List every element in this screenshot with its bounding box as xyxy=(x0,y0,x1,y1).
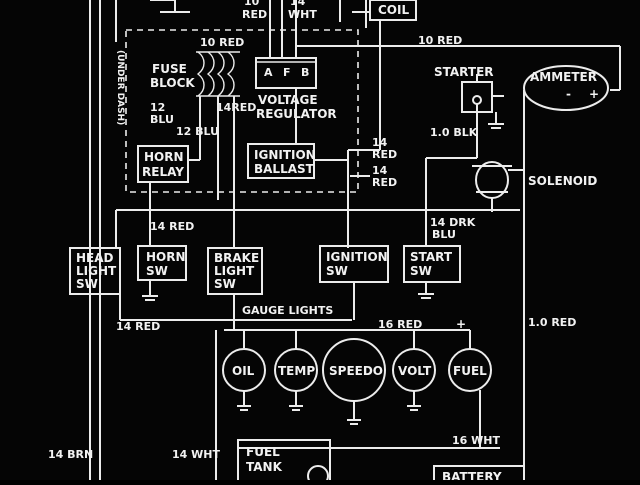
horn-sw-label-2: SW xyxy=(146,264,168,278)
coil-label: COIL xyxy=(378,3,409,17)
start-sw-label-2: SW xyxy=(410,264,432,278)
horn-relay-box xyxy=(137,145,189,183)
wire-label-12-blu: 12 BLU xyxy=(176,125,219,138)
fuel-plus: + xyxy=(456,317,466,331)
wire-label-14-drk: 14 DRK xyxy=(430,216,476,229)
start-sw-label-1: START xyxy=(410,250,453,264)
temp-gauge-label: TEMP xyxy=(278,364,315,378)
wire-label-blu: BLU xyxy=(150,113,174,126)
regulator-terminal-a: A xyxy=(264,66,273,79)
brake-light-sw-label-3: SW xyxy=(214,277,236,291)
fuse-block-label-1: FUSE xyxy=(152,62,187,76)
horn-relay-label-1: HORN xyxy=(144,150,184,164)
horn-relay-label-2: RELAY xyxy=(142,165,184,179)
oil-gauge-label: OIL xyxy=(232,364,255,378)
wire-label-wht: WHT xyxy=(288,8,317,21)
wire-label-10-red-batt: 1.0 RED xyxy=(528,316,576,329)
wire-label-16-wht: 16 WHT xyxy=(452,434,500,447)
ammeter-minus: - xyxy=(566,87,571,101)
battery-label: BATTERY xyxy=(442,470,502,480)
wire-label-10: 10 xyxy=(244,0,260,8)
wire-label-10-red-fuse: 10 RED xyxy=(200,36,244,49)
wire-label-14-brn: 14 BRN xyxy=(48,448,93,461)
wire-label-red-b: RED xyxy=(372,176,397,189)
wire-label-blu-2: BLU xyxy=(432,228,456,241)
ignition-sw-label-2: SW xyxy=(326,264,348,278)
gauge-grounds xyxy=(237,391,421,425)
speedo-gauge-label: SPEEDO xyxy=(329,364,383,378)
horn-sw-box xyxy=(137,245,187,281)
ignition-ballast-label-2: BALLAST xyxy=(254,162,315,176)
wire-label-14-red-horn: 14 RED xyxy=(150,220,194,233)
starter-label: STARTER xyxy=(434,65,494,79)
wire-label-14-b: 14 xyxy=(372,164,388,177)
ignition-sw-label-1: IGNITION xyxy=(326,250,388,264)
starter-post xyxy=(472,95,482,105)
head-light-sw-box xyxy=(69,247,121,295)
brake-light-sw-label-1: BRAKE xyxy=(214,251,259,265)
fuel-sender xyxy=(307,465,329,485)
ignition-ballast-label-1: IGNITION xyxy=(254,148,316,162)
gauge-lights-label: GAUGE LIGHTS xyxy=(242,304,333,317)
wire-label-12: 12 xyxy=(150,101,165,114)
fuse-block-label-2: BLOCK xyxy=(150,76,195,90)
fuel-tank-label-2: TANK xyxy=(246,460,283,474)
ammeter-gauge xyxy=(523,65,609,111)
battery-box xyxy=(433,465,525,485)
horn-sw-label-1: HORN xyxy=(146,250,186,264)
coil-box xyxy=(369,0,417,21)
head-light-sw-label-2: LIGHT xyxy=(76,264,117,278)
fuel-tank-label-1: FUEL xyxy=(246,445,280,459)
wire-label-14-wht: 14 WHT xyxy=(172,448,220,461)
regulator-terminal-f: F xyxy=(283,66,291,79)
voltage-regulator-label-1: VOLTAGE xyxy=(258,93,318,107)
under-dash-label: (UNDER DASH) xyxy=(115,50,125,125)
ammeter-label: AMMETER xyxy=(530,70,597,84)
fuel-gauge xyxy=(448,348,492,392)
voltage-regulator-box xyxy=(255,57,317,89)
wire-label-14-red-gauge: 14 RED xyxy=(116,320,160,333)
wire-label-10-red-right: 10 RED xyxy=(418,34,462,47)
under-dash-panel xyxy=(125,29,359,193)
wire-label-10-blk: 1.0 BLK xyxy=(430,126,478,139)
head-light-sw-label-1: HEAD xyxy=(76,251,114,265)
brake-light-sw-label-2: LIGHT xyxy=(214,264,255,278)
start-sw-box xyxy=(403,245,461,283)
wire-label-14red-reg: 14RED xyxy=(216,101,256,114)
fuse-block xyxy=(196,51,240,97)
fuel-gauge-label: FUEL xyxy=(453,364,487,378)
solenoid-label: SOLENOID xyxy=(528,174,597,188)
wire-label-16-red: 16 RED xyxy=(378,318,422,331)
wire-label-red: RED xyxy=(242,8,267,21)
ammeter-plus: + xyxy=(589,87,599,101)
volt-gauge-label: VOLT xyxy=(398,364,432,378)
regulator-terminal-b: B xyxy=(301,66,309,79)
wire-label-14-a: 14 xyxy=(372,136,388,149)
wire-label-red-a: RED xyxy=(372,148,397,161)
head-light-sw-label-3: SW xyxy=(76,277,98,291)
wire-label-14: 14 xyxy=(290,0,306,8)
